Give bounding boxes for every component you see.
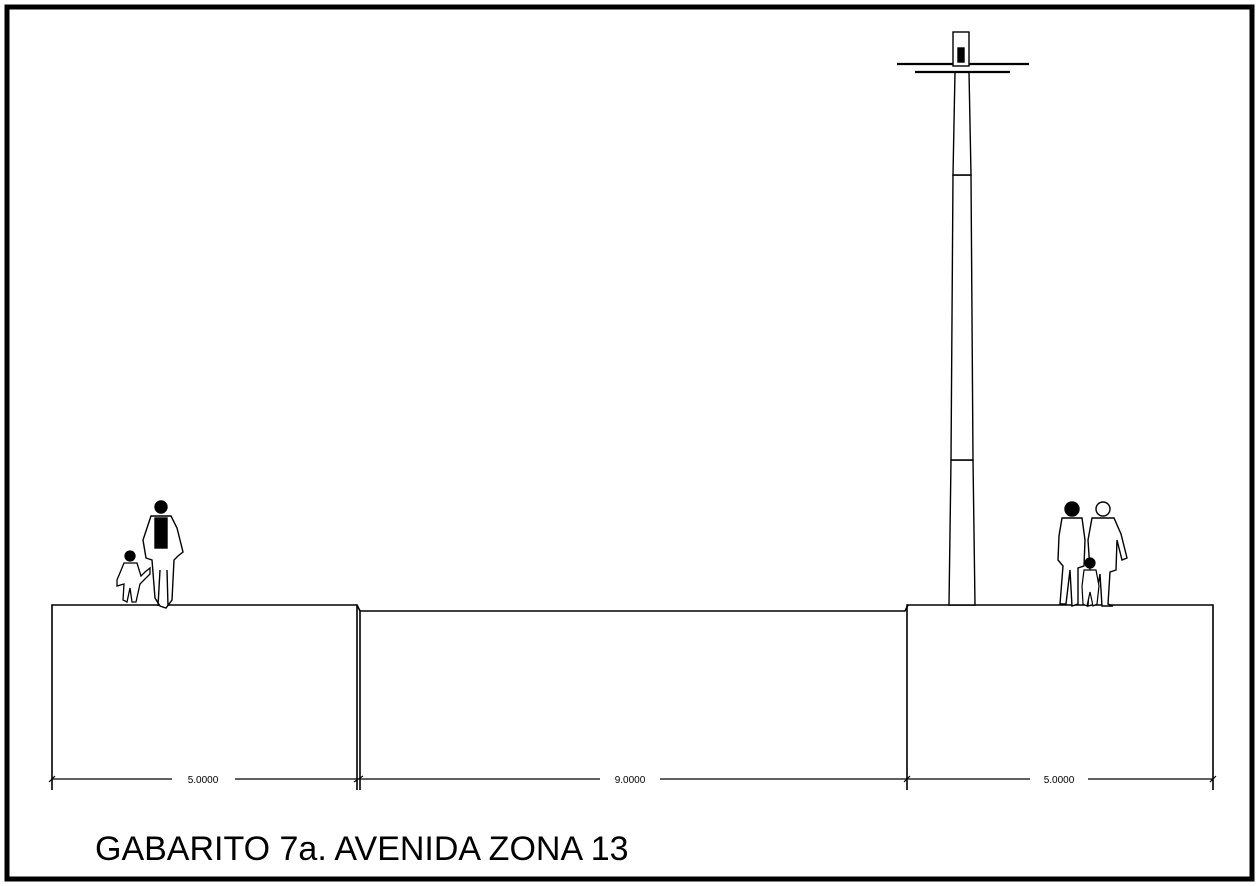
dimension-lines bbox=[48, 775, 1217, 783]
dimension-label-right-sidewalk: 5.0000 bbox=[1044, 775, 1075, 786]
leg bbox=[157, 569, 161, 607]
dimension-tick bbox=[353, 775, 364, 783]
street-profile bbox=[51, 604, 1214, 790]
dimension-tick bbox=[903, 775, 911, 783]
street-light-pole bbox=[897, 31, 1029, 606]
dimension-tick bbox=[1209, 775, 1217, 783]
pedestrian-woman-right bbox=[1057, 501, 1086, 607]
right-sidewalk bbox=[906, 604, 1214, 790]
pole-base-section bbox=[948, 459, 976, 606]
pedestrian-child-right bbox=[1081, 557, 1100, 607]
left-sidewalk bbox=[51, 604, 358, 790]
pedestrian-adult-left bbox=[142, 500, 184, 609]
pedestrian-child-left bbox=[116, 550, 151, 603]
body bbox=[1057, 517, 1086, 607]
pole-middle-section bbox=[950, 174, 974, 461]
body bbox=[1081, 569, 1100, 607]
head bbox=[124, 550, 136, 562]
pole-top-section bbox=[952, 71, 972, 176]
body bbox=[142, 515, 184, 609]
body bbox=[116, 562, 151, 603]
head bbox=[1095, 501, 1111, 517]
dimension-label-roadway: 9.0000 bbox=[615, 775, 646, 786]
leg bbox=[166, 569, 169, 607]
head bbox=[1064, 501, 1080, 517]
dimension-tick bbox=[48, 775, 56, 783]
drawing-title: GABARITO 7a. AVENIDA ZONA 13 bbox=[95, 830, 629, 868]
dark-shirt bbox=[154, 517, 168, 549]
head bbox=[1084, 557, 1096, 569]
head bbox=[154, 500, 168, 514]
drawing-frame bbox=[4, 4, 1255, 882]
dimension-label-left-sidewalk: 5.0000 bbox=[188, 775, 219, 786]
roadway bbox=[356, 604, 909, 612]
lamp-bulb bbox=[957, 47, 965, 63]
